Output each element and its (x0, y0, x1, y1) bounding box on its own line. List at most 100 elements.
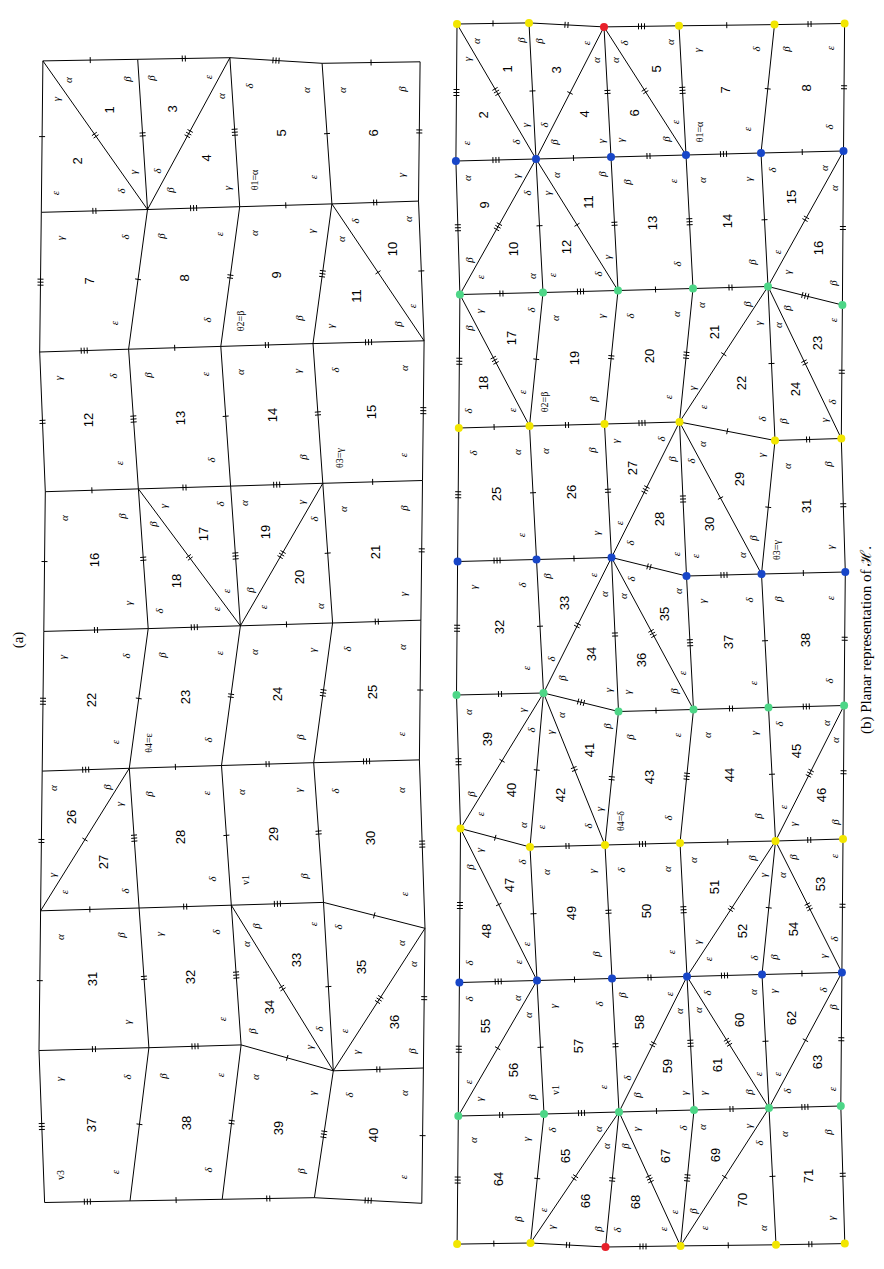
edge-tick (807, 837, 808, 843)
face-number: 53 (814, 877, 827, 891)
face-number: 10 (385, 241, 398, 255)
edge-tick (650, 975, 651, 981)
angle-label: γ (546, 1225, 557, 1229)
angle-label: α (702, 732, 713, 738)
tile-edge (775, 24, 845, 25)
angle-label: δ (210, 930, 221, 935)
face-number: 46 (814, 788, 827, 802)
angle-label: ε (752, 1072, 763, 1076)
edge-tick (722, 1175, 727, 1178)
face-number: 34 (585, 647, 598, 661)
face-number: 37 (84, 1118, 97, 1132)
angle-label: δ (827, 400, 838, 405)
vertex-dot (840, 702, 848, 710)
angle-label: δ (672, 261, 683, 266)
angle-label: β (393, 321, 404, 326)
tile-edge (324, 902, 426, 928)
edge-tick (583, 288, 584, 294)
angle-label: ε (506, 407, 517, 411)
edge-tick (227, 277, 233, 279)
edge-tick (371, 60, 372, 66)
edge-tick (228, 696, 234, 698)
face-number: 31 (85, 972, 98, 986)
angle-label: β (512, 1216, 523, 1221)
tile-edge (612, 558, 687, 577)
angle-label: γ (305, 229, 316, 233)
edge-tick (642, 841, 643, 847)
edge-tick (37, 980, 43, 981)
angle-label: α (48, 786, 59, 792)
edge-tick (232, 129, 238, 130)
tile-edge (39, 1051, 45, 1203)
edge-tick (538, 1047, 544, 1048)
vertex-dot (615, 1108, 623, 1116)
edge-tick (38, 285, 44, 286)
edge-tick (537, 225, 543, 226)
face-number: 17 (197, 526, 210, 540)
edge-tick (232, 135, 238, 136)
edge-tick (724, 1038, 729, 1041)
tile-edge (423, 928, 425, 1068)
face-number: 35 (354, 960, 367, 974)
vertex-annotation: θ3=γ (772, 540, 782, 560)
tile-edge (762, 841, 776, 975)
edge-tick (573, 556, 574, 562)
angle-label: α (511, 449, 522, 455)
edge-tick (577, 699, 578, 705)
vertex-dot (454, 558, 462, 566)
face-number: 63 (811, 1055, 824, 1069)
tile-edge (531, 1243, 606, 1247)
angle-label: δ (517, 583, 528, 588)
angle-label: α (468, 1137, 479, 1143)
angle-label: δ (743, 597, 754, 602)
angle-label: ε (546, 273, 557, 277)
edge-tick (684, 1177, 690, 1179)
edge-tick (185, 135, 190, 138)
edge-tick (803, 704, 804, 710)
angle-label: β (147, 521, 158, 526)
edge-tick (842, 640, 848, 641)
angle-label: δ (749, 955, 760, 960)
angle-label: γ (122, 600, 133, 604)
edge-tick (642, 491, 647, 494)
edge-tick (684, 778, 690, 780)
tile-edge (769, 1108, 776, 1245)
angle-label: α (688, 857, 699, 863)
tile-edge (421, 481, 423, 621)
face-number: 18 (476, 376, 489, 390)
edge-tick (646, 1175, 651, 1178)
tile-edge (844, 24, 845, 152)
edge-tick (363, 758, 364, 764)
angle-label: γ (398, 592, 409, 596)
angle-label: ε (461, 141, 472, 145)
edge-tick (40, 698, 46, 699)
angle-label: γ (292, 369, 303, 373)
edge-tick (841, 85, 847, 86)
tile-edge (612, 977, 687, 979)
face-number: 4 (577, 111, 590, 118)
face-number: 24 (788, 381, 801, 395)
angle-label: α (250, 1074, 261, 1080)
angle-label: γ (678, 1091, 689, 1095)
edge-tick (534, 1178, 540, 1180)
angle-label: δ (201, 318, 212, 323)
tile-edge (41, 768, 130, 911)
edge-tick (320, 692, 326, 694)
vertex-annotation: θ1=α (695, 121, 705, 142)
angle-label: β (246, 1028, 257, 1033)
angle-label: α (693, 1007, 704, 1013)
tile-edge (333, 928, 425, 1071)
face-number: 6 (627, 109, 640, 116)
edge-tick (806, 775, 811, 778)
angle-label: δ (462, 408, 473, 413)
edge-tick (498, 157, 499, 163)
angle-label: γ (153, 932, 164, 936)
tile-edge (680, 710, 694, 844)
edge-tick (580, 289, 581, 295)
tile-edge (679, 26, 686, 155)
vertex-annotation: v3 (56, 1170, 66, 1180)
edge-tick (82, 767, 83, 773)
edge-tick (279, 553, 284, 556)
tile-edge (606, 1112, 620, 1247)
face-number: 5 (650, 66, 663, 73)
